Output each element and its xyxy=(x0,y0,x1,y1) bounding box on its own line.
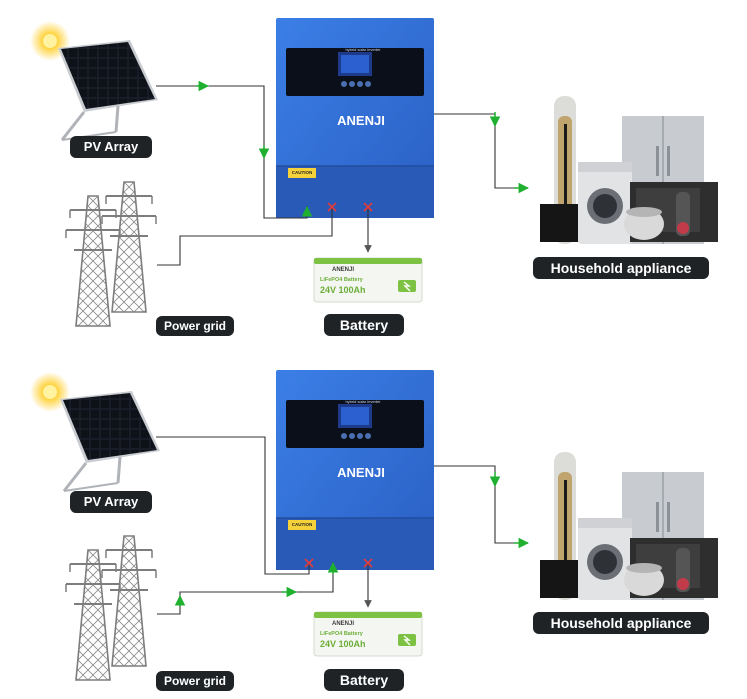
battery-label: Battery xyxy=(324,314,404,336)
flow-arrows-top xyxy=(196,80,530,217)
power-tower-icon xyxy=(101,181,157,313)
wire-inverter-to-load xyxy=(434,113,527,189)
block-mark-grid xyxy=(327,202,337,212)
inverter-caution: CAUTION xyxy=(292,522,313,527)
battery-spec: 24V 100Ah xyxy=(320,285,366,295)
inverter-brand: ANENJI xyxy=(337,113,385,128)
battery-spec: 24V 100Ah xyxy=(320,639,366,649)
solar-panel-icon xyxy=(58,389,162,493)
blocked-marks-bottom xyxy=(304,558,373,568)
block-mark-pv xyxy=(304,558,314,568)
power-grid-label: Power grid xyxy=(156,316,234,336)
battery-brand: ANENJI xyxy=(332,621,354,627)
diagram-bottom: ANENJI hybrid solar inverter CAUTION ANE… xyxy=(30,369,719,681)
battery-chemistry: LiFePO4 Battery xyxy=(320,277,364,283)
inverter-screen-title: hybrid solar inverter xyxy=(345,399,381,404)
inverter-icon: ANENJI hybrid solar inverter CAUTION xyxy=(275,369,435,571)
inverter-brand: ANENJI xyxy=(337,465,385,480)
wire-inverter-to-load xyxy=(434,465,527,544)
battery-label: Battery xyxy=(324,669,404,691)
wire-grid-to-inverter xyxy=(157,206,333,266)
pv-array-label: PV Array xyxy=(70,136,152,158)
block-mark-battery xyxy=(363,202,373,212)
solar-panel-icon xyxy=(56,38,160,142)
blocked-marks-top xyxy=(327,202,373,212)
battery-chemistry: LiFePO4 Battery xyxy=(320,631,364,637)
pv-array-label: PV Array xyxy=(70,491,152,513)
battery-icon: ANENJI LiFePO4 Battery 24V 100Ah xyxy=(313,611,423,657)
wire-pv-to-inverter xyxy=(156,436,310,575)
wire-grid-to-inverter xyxy=(157,562,334,615)
household-appliances-icon xyxy=(539,95,719,245)
inverter-caution: CAUTION xyxy=(292,170,313,175)
flow-arrows-bottom xyxy=(174,472,530,606)
inverter-icon: ANENJI hybrid solar inverter CAUTION xyxy=(275,17,435,219)
battery-brand: ANENJI xyxy=(332,267,354,273)
wires-bottom xyxy=(156,436,527,615)
battery-icon: ANENJI LiFePO4 Battery 24V 100Ah xyxy=(313,257,423,303)
inverter-screen-title: hybrid solar inverter xyxy=(345,47,381,52)
power-tower-icon xyxy=(101,535,157,667)
diagram-top: ANENJI hybrid solar inverter CAUTION ANE… xyxy=(30,17,719,327)
power-grid-label: Power grid xyxy=(156,671,234,691)
household-appliance-label: Household appliance xyxy=(533,612,709,634)
household-appliance-label: Household appliance xyxy=(533,257,709,279)
household-appliances-icon xyxy=(539,451,719,601)
block-mark-battery xyxy=(363,558,373,568)
